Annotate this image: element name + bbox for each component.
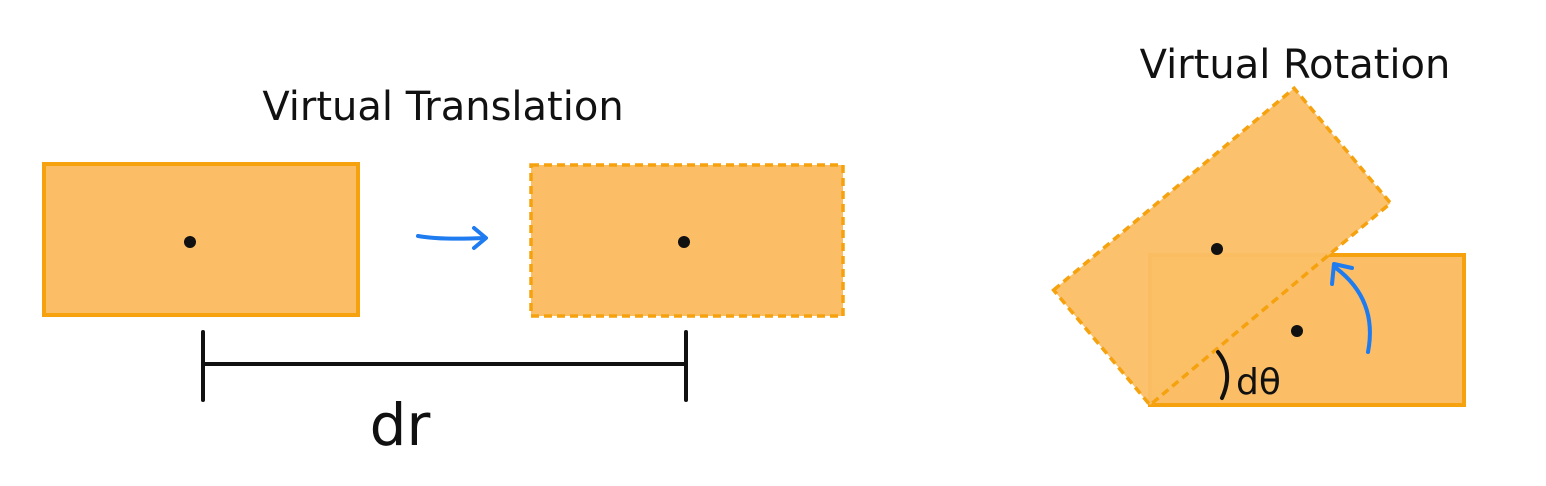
original-block-center-dot	[184, 236, 196, 248]
translation-panel: Virtual Translation dr	[42, 84, 845, 459]
rotation-arrow	[1330, 262, 1372, 354]
rotation-panel: Virtual Rotation dθ	[1051, 42, 1466, 408]
rotated-block-center-dot	[1211, 243, 1223, 255]
displaced-block-center-dot	[678, 236, 690, 248]
rotation-title: Virtual Rotation	[1140, 42, 1451, 88]
translation-title: Virtual Translation	[262, 84, 623, 130]
translation-arrow	[416, 226, 488, 250]
distance-label: dr	[370, 391, 431, 459]
angle-label: dθ	[1236, 362, 1281, 403]
original-block-center-dot	[1291, 325, 1303, 337]
angle-arc	[1216, 350, 1230, 400]
distance-bracket	[201, 330, 688, 402]
original-block	[42, 162, 360, 317]
